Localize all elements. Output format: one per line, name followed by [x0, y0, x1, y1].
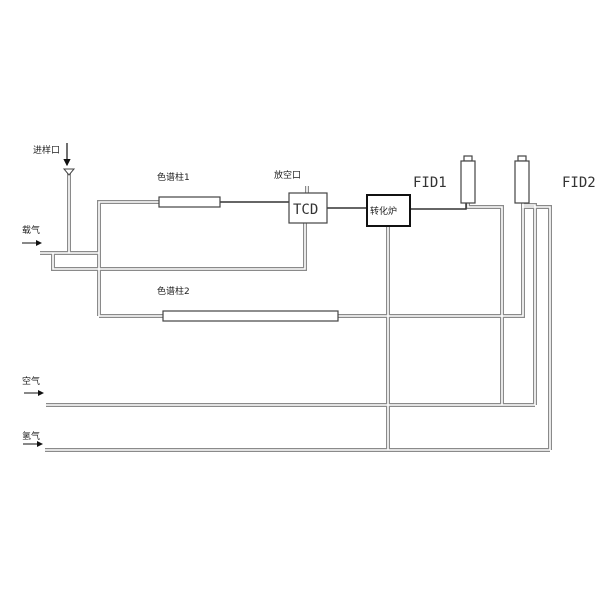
- air-label: 空气: [22, 375, 40, 387]
- column2: [162, 310, 339, 322]
- column2-label: 色谱柱2: [157, 285, 190, 297]
- gas-pipe: [51, 223, 307, 271]
- fid2-detector: [514, 155, 530, 204]
- column1: [158, 196, 221, 208]
- gas-pipe: [466, 203, 504, 405]
- tcd-detector: [288, 192, 328, 224]
- converter-box: [366, 194, 411, 227]
- gas-pipe-inner: [52, 223, 306, 270]
- fid2-label: FID2: [562, 175, 596, 191]
- vent-label: 放空口: [274, 169, 301, 181]
- fid1-detector: [460, 155, 476, 204]
- converter-to-fid1-line: [410, 203, 467, 210]
- gas-pipe-inner: [522, 206, 551, 450]
- hydrogen-label: 氢气: [22, 430, 40, 442]
- tcd-label: TCD: [293, 202, 318, 218]
- gas-pipe: [338, 203, 525, 318]
- fid1-label: FID1: [413, 175, 447, 191]
- gas-pipe-inner: [98, 201, 159, 316]
- gas-pipe: [97, 200, 159, 316]
- gas-pipe-inner: [467, 203, 503, 405]
- gas-pipe-inner: [338, 203, 524, 317]
- carrier-gas-label: 载气: [22, 224, 40, 236]
- column1-label: 色谱柱1: [157, 171, 190, 183]
- gas-pipe-inner: [522, 204, 536, 405]
- converter-label: 转化炉: [370, 205, 397, 217]
- injector-tip-icon: [62, 168, 76, 176]
- injection-port-label: 进样口: [33, 144, 60, 156]
- pipe-network: [40, 172, 552, 452]
